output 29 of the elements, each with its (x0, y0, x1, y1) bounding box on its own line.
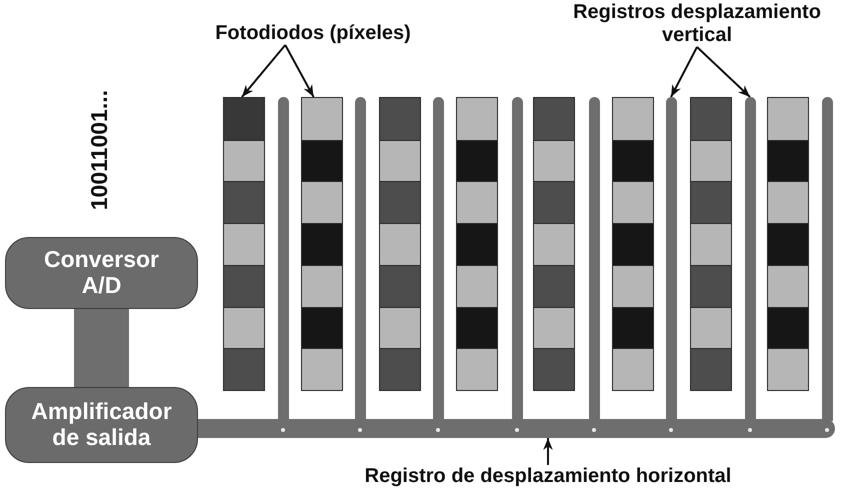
vertical-register-bar (666, 97, 676, 421)
vertical-register-label: Registros desplazamiento vertical (572, 1, 822, 47)
vertical-register-bar (588, 97, 600, 421)
horizontal-register-label: Registro de desplazamiento horizontal (364, 465, 732, 488)
vertical-register-bar (354, 97, 366, 421)
photodiode-column (456, 97, 498, 391)
leader-arrow (670, 46, 698, 98)
photodiode-column (690, 97, 732, 391)
leader-arrow (696, 46, 751, 98)
photodiode-column (223, 97, 265, 391)
binary-output-label: 10011001... (88, 90, 111, 210)
vertical-register-bar (512, 97, 522, 421)
leader-arrow (543, 438, 553, 465)
amplifier-block: Amplificador de salida (5, 387, 198, 463)
photodiode-column (767, 97, 809, 391)
vertical-register-bar (744, 97, 756, 421)
horizontal-register-bar (198, 419, 835, 438)
leader-arrow (284, 44, 314, 98)
photodiode-column (301, 97, 343, 391)
leader-arrow (241, 44, 286, 98)
photodiode-column (379, 97, 421, 391)
photodiode-label: Fotodiodos (píxeles) (214, 22, 412, 45)
vertical-register-bar (432, 97, 444, 421)
connector-band (74, 309, 129, 387)
photodiode-column (533, 97, 575, 391)
converter-block: Conversor A/D (5, 237, 198, 309)
vertical-register-bar (278, 97, 288, 421)
photodiode-column (612, 97, 654, 391)
vertical-register-bar (822, 97, 832, 421)
